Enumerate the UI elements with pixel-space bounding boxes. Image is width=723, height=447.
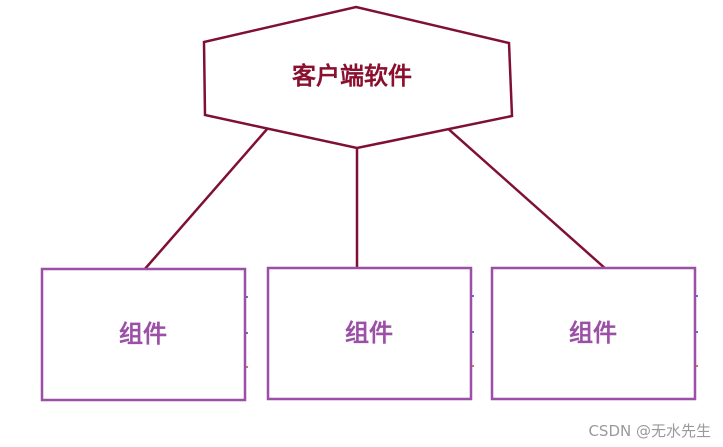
component-node-2: 组件 xyxy=(266,266,473,401)
component-node-1: 组件 xyxy=(40,267,247,402)
root-label: 客户端软件 xyxy=(292,62,412,90)
component-box-3 xyxy=(490,266,697,401)
watermark: CSDN @无水先生 xyxy=(588,422,711,440)
component-label-2: 组件 xyxy=(345,319,393,347)
root-node: 客户端软件 xyxy=(202,5,514,150)
component-node-3: 组件 xyxy=(490,266,697,401)
edge-root-to-component-3 xyxy=(444,125,608,271)
box-edge-ticks xyxy=(246,295,698,368)
root-hexagon xyxy=(202,5,514,150)
component-label-1: 组件 xyxy=(119,320,167,348)
component-box-2 xyxy=(266,266,473,401)
component-box-1 xyxy=(40,267,247,402)
component-label-3: 组件 xyxy=(569,319,617,347)
edge-root-to-component-1 xyxy=(143,127,269,271)
